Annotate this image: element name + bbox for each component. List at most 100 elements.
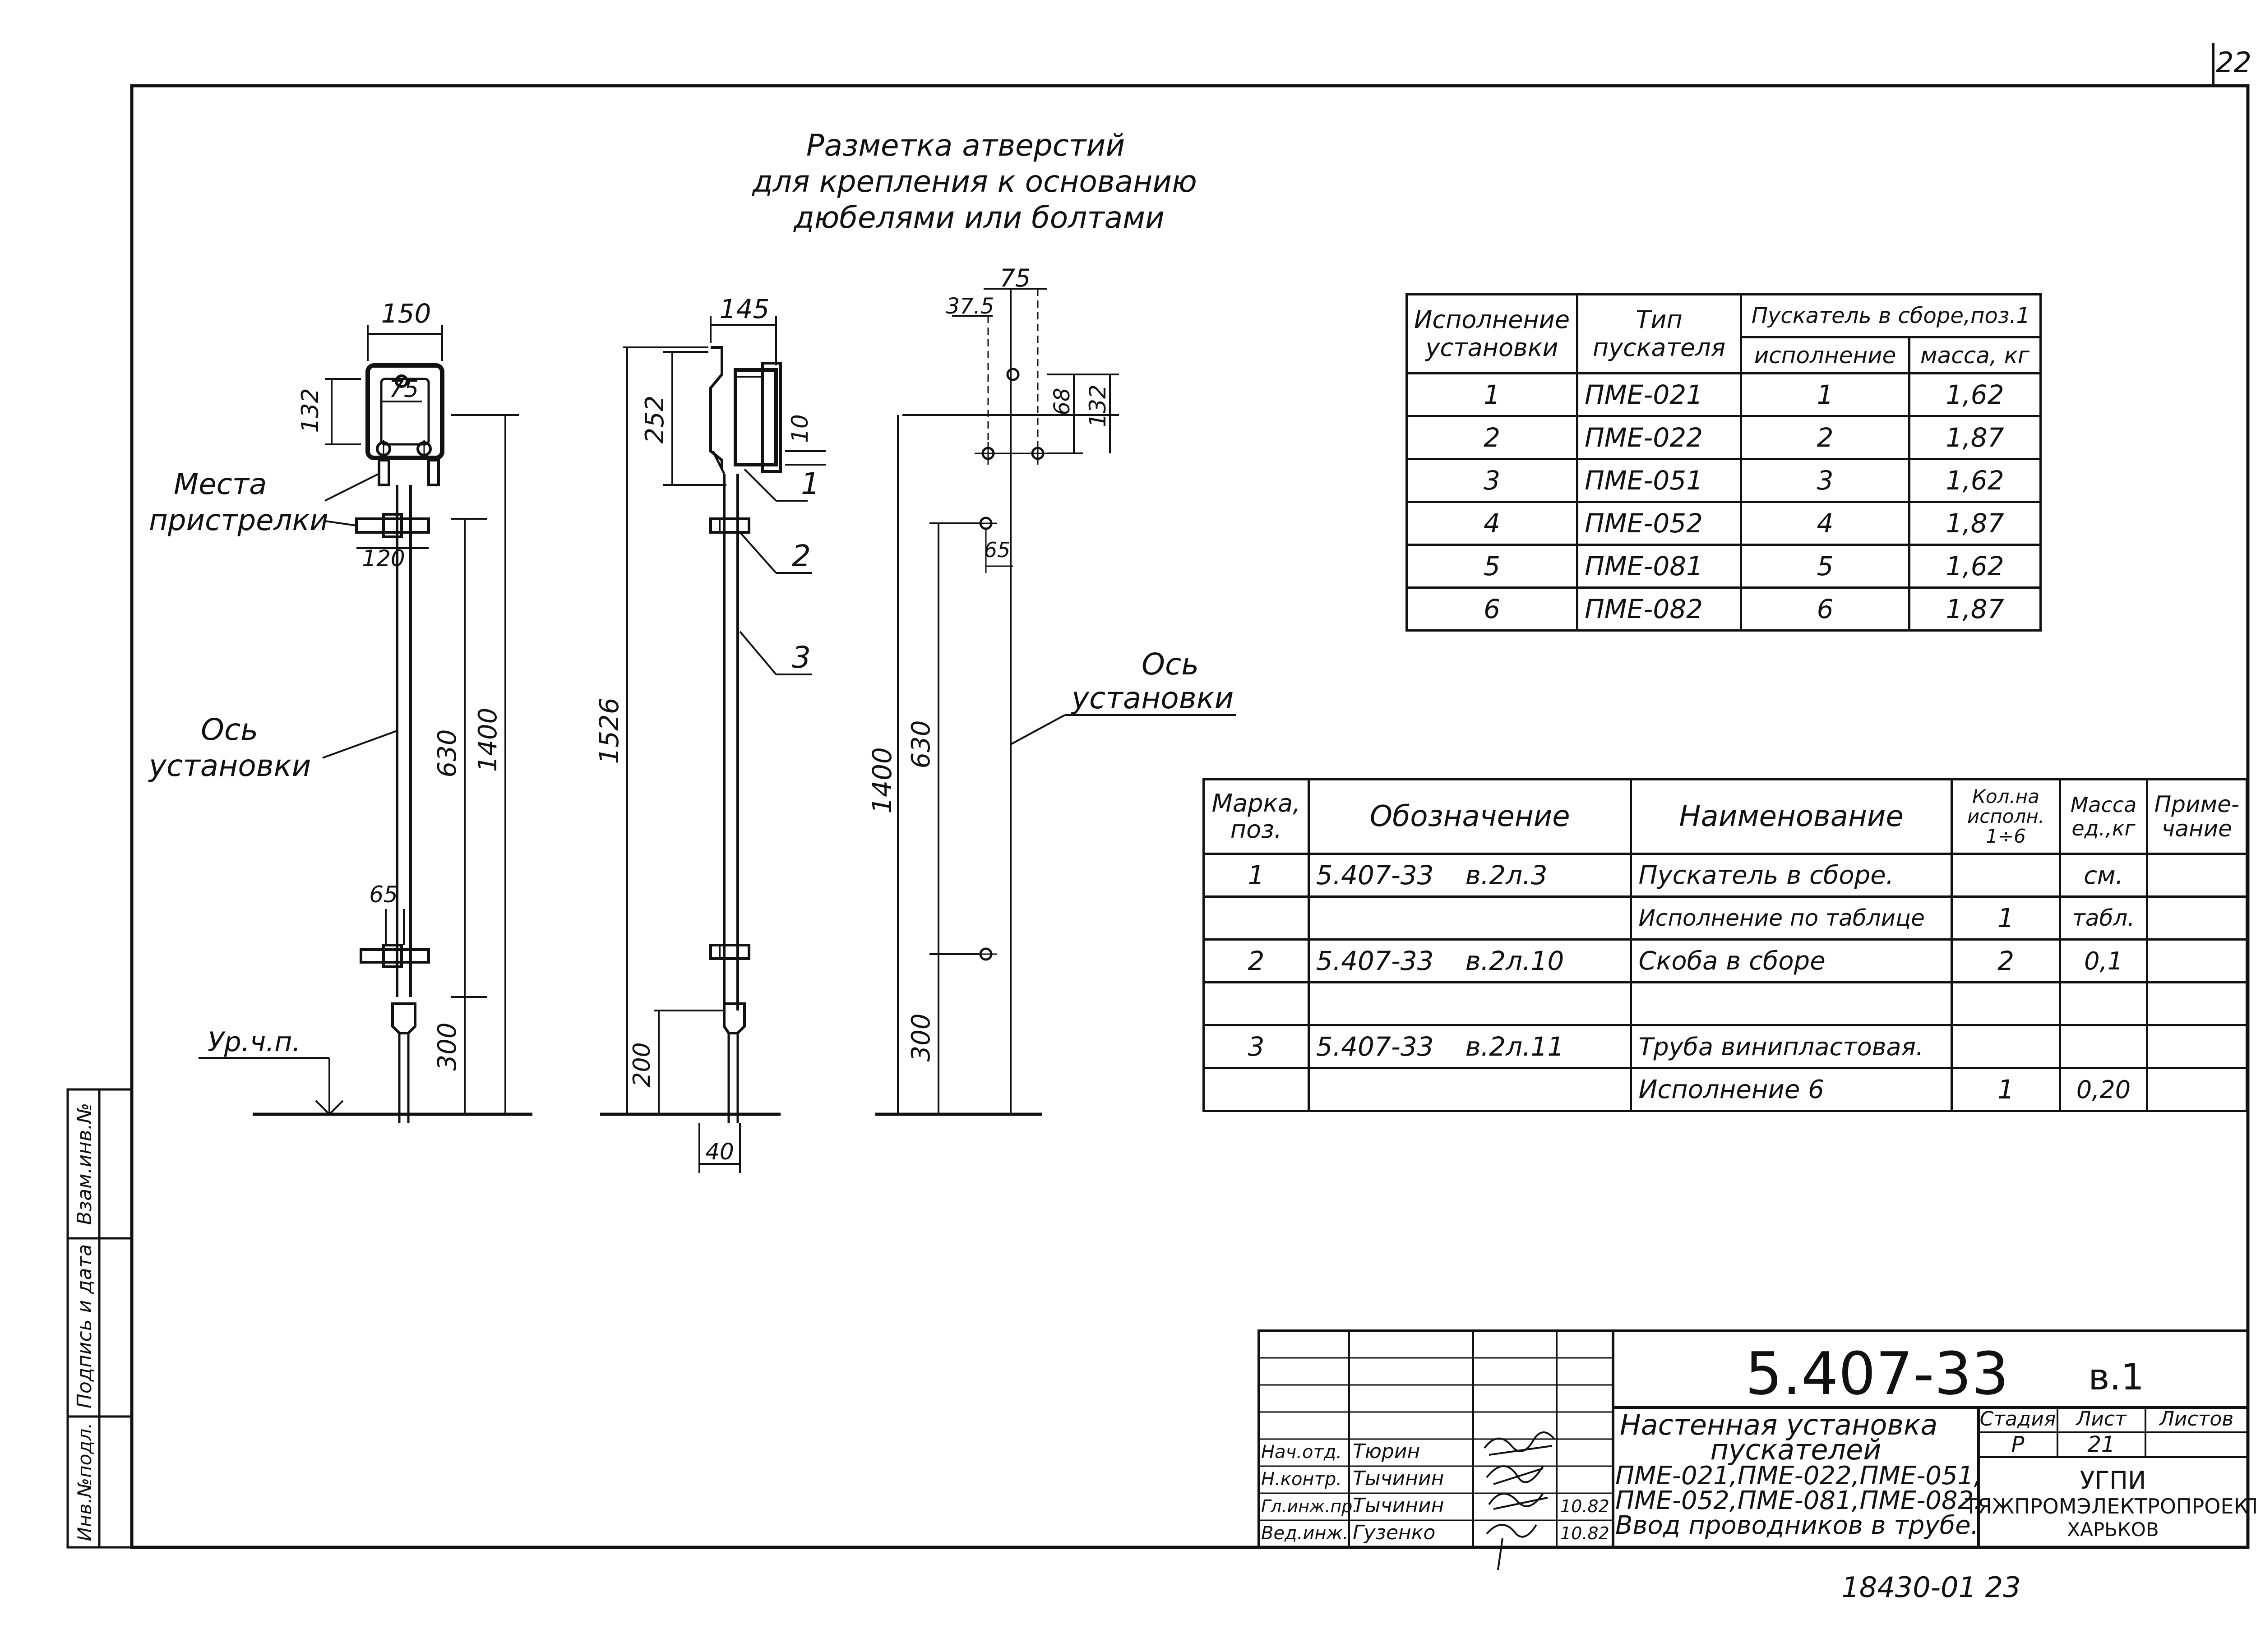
- table-row: 5 ПМЕ-081 5 1,62: [1405, 544, 2042, 589]
- staff-name-2: Тычинин: [1353, 1494, 1444, 1517]
- variants-h-installation: Исполнение установки: [1405, 293, 1579, 374]
- side-stamp: [66, 1088, 133, 1549]
- mid-dim-1526: 1526: [594, 697, 624, 764]
- spec-cell-qty: 1: [1950, 895, 2062, 941]
- cell-isp: 5: [1740, 544, 1911, 589]
- spec-h-prim: Приме- чание: [2145, 778, 2248, 855]
- spec-cell-name: Пускатель в сборе.: [1630, 853, 1953, 898]
- spec-doc-code: 5.407-33: [1316, 1031, 1434, 1062]
- right-dim-68: 68: [1049, 388, 1075, 415]
- staff-role-0: Нач.отд.: [1261, 1442, 1342, 1463]
- spec-cell-doc: [1307, 981, 1632, 1026]
- sheet-frame: [130, 84, 2250, 1549]
- right-dim-65: 65: [984, 538, 1011, 562]
- heading-line1: Разметка атверстий: [806, 128, 1125, 163]
- staff-name-3: Гузенко: [1353, 1521, 1435, 1544]
- left-dim-132: 132: [297, 388, 324, 433]
- spec-cell-doc: 5.407-33 в.2л.11: [1307, 1024, 1632, 1069]
- side-stamp-f3: Инв.№подл.: [74, 1422, 96, 1541]
- staff-role-2: Гл.инж.пр.: [1261, 1496, 1358, 1516]
- table-row: 2 ПМЕ-022 2 1,87: [1405, 415, 2042, 460]
- staff-role-3: Вед.инж.: [1261, 1523, 1348, 1544]
- corner-number: 22: [2216, 46, 2251, 79]
- table-row: 1 ПМЕ-021 1 1,62: [1405, 372, 2042, 417]
- mid-dim-145: 145: [720, 294, 770, 324]
- table-row: 4 ПМЕ-052 4 1,87: [1405, 501, 2042, 546]
- spec-cell-doc: [1307, 895, 1632, 941]
- left-dim-150: 150: [381, 298, 431, 329]
- staff-date-2: 10.82: [1560, 1496, 1609, 1516]
- spec-cell-mass: см.: [2059, 853, 2148, 898]
- left-dim-300: 300: [433, 1023, 462, 1071]
- spec-cell-name: Труба винипластовая.: [1630, 1024, 1953, 1069]
- spec-cell-pos: [1202, 981, 1310, 1026]
- variants-h-mass: масса, кг: [1908, 336, 2042, 374]
- spec-h-kol: Кол.на исполн. 1÷6: [1950, 778, 2062, 855]
- spec-cell-pos: 1: [1202, 853, 1310, 898]
- cell-mass: 1,62: [1908, 372, 2042, 417]
- position-2: 2: [792, 539, 811, 573]
- position-1: 1: [801, 466, 820, 501]
- variants-h-isp: исполнение: [1740, 336, 1911, 374]
- cell-isp: 1: [1740, 372, 1911, 417]
- cell-isp: 4: [1740, 501, 1911, 546]
- position-3: 3: [792, 640, 811, 675]
- spec-cell-doc: [1307, 1067, 1632, 1112]
- spec-cell-note: [2145, 981, 2248, 1026]
- spec-h-massa: Масса ед.,кг: [2059, 778, 2148, 855]
- right-view: [875, 288, 1236, 1116]
- spec-doc-code: 5.407-33: [1316, 860, 1434, 891]
- spec-h-oboz: Обозначение: [1307, 778, 1632, 855]
- left-dim-75: 75: [389, 376, 419, 403]
- org-line2: ТЯЖПРОМЭЛЕКТРОПРОЕКТ: [1965, 1494, 2256, 1518]
- label-mesta: Места: [174, 468, 267, 501]
- heading-line2: для крепления к основанию: [752, 164, 1197, 199]
- right-dim-300: 300: [906, 1014, 936, 1062]
- spec-doc-code: 5.407-33: [1316, 946, 1434, 976]
- middle-view: [600, 316, 826, 1173]
- staff-date-3: 10.82: [1560, 1523, 1609, 1543]
- h-tip-text: Тип: [1636, 305, 1683, 334]
- h-ustanovki-text: установки: [1425, 333, 1558, 362]
- cell-isp: 3: [1740, 458, 1911, 503]
- spec-cell-qty: [1950, 981, 2062, 1026]
- cell-type: ПМЕ-022: [1576, 415, 1743, 460]
- cell-inst: 5: [1405, 544, 1579, 589]
- left-dim-65: 65: [369, 881, 398, 908]
- left-dim-120: 120: [362, 545, 405, 572]
- cell-mass: 1,87: [1908, 586, 2042, 632]
- spec-cell-mass: 0,1: [2059, 938, 2148, 983]
- spec-cell-pos: 2: [1202, 938, 1310, 983]
- spec-cell-note: [2145, 1024, 2248, 1069]
- spec-doc-sheet: в.2л.10: [1465, 946, 1564, 976]
- spec-doc-sheet: в.2л.11: [1465, 1031, 1564, 1062]
- cell-type: ПМЕ-081: [1576, 544, 1743, 589]
- floor-level-label: Ур.ч.п.: [208, 1026, 301, 1058]
- variants-table: Исполнение установки Тип пускателя Пуска…: [1405, 293, 2042, 632]
- spec-h-naim: Наименование: [1630, 778, 1953, 855]
- spec-cell-qty: 2: [1950, 938, 2062, 983]
- title-code-suffix: в.1: [2088, 1356, 2144, 1398]
- cell-type: ПМЕ-052: [1576, 501, 1743, 546]
- cell-inst: 2: [1405, 415, 1579, 460]
- side-stamp-f1: Взам.инв.№: [73, 1103, 96, 1225]
- spec-cell-pos: [1202, 895, 1310, 941]
- spec-cell-mass: [2059, 1024, 2148, 1069]
- title-line2: пускателей: [1710, 1433, 1881, 1466]
- table-row: [1202, 981, 2248, 1026]
- side-stamp-f2: Подпись и дата: [73, 1244, 96, 1408]
- spec-cell-name: Исполнение по таблице: [1630, 895, 1953, 941]
- spec-cell-mass: 0,20: [2059, 1067, 2148, 1112]
- spec-cell-note: [2145, 895, 2248, 941]
- cell-inst: 1: [1405, 372, 1579, 417]
- spec-cell-mass: [2059, 981, 2148, 1026]
- org-line3: ХАРЬКОВ: [2067, 1518, 2159, 1541]
- cell-inst: 4: [1405, 501, 1579, 546]
- left-view: [199, 325, 532, 1123]
- cell-mass: 1,87: [1908, 415, 2042, 460]
- left-axis-line2: установки: [148, 748, 311, 783]
- spec-cell-mass: табл.: [2059, 895, 2148, 941]
